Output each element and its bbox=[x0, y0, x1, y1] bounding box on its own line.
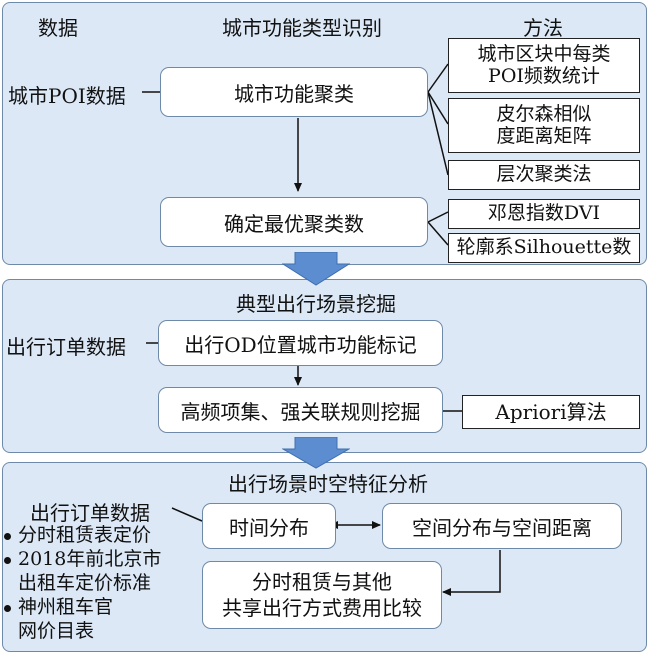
method-dunn-index: 邓恩指数DVI bbox=[448, 199, 640, 229]
box-optimal-cluster-count: 确定最优聚类数 bbox=[160, 197, 428, 247]
box-time-distribution: 时间分布 bbox=[202, 503, 336, 549]
column-header-method: 方法 bbox=[523, 16, 563, 40]
data-source-list: 分时租赁表定价 2018年前北京市 出租车定价标准 神州租车官 网价目表 bbox=[4, 523, 161, 643]
panel-title-scene-mining: 典型出行场景挖掘 bbox=[236, 292, 396, 316]
box-function-clustering: 城市功能聚类 bbox=[160, 67, 428, 117]
link-orders-to-time bbox=[171, 507, 203, 522]
method-hierarchical-clustering: 层次聚类法 bbox=[448, 160, 640, 190]
panel-title-spatiotemporal: 出行场景时空特征分析 bbox=[228, 472, 428, 496]
method-silhouette: 轮廓系Silhouette数 bbox=[448, 233, 640, 263]
transition-arrow-2 bbox=[282, 437, 350, 469]
input-order-data-2: 出行订单数据 bbox=[30, 501, 150, 525]
list-item-continuation: 网价目表 bbox=[18, 620, 95, 642]
list-item-continuation: 出租车定价标准 bbox=[18, 572, 152, 594]
box-cost-comparison: 分时租赁与其他 共享出行方式费用比较 bbox=[202, 561, 442, 629]
box-od-function-marking: 出行OD位置城市功能标记 bbox=[158, 320, 443, 366]
column-header-data: 数据 bbox=[38, 16, 78, 40]
box-spatial-distribution: 空间分布与空间距离 bbox=[382, 503, 622, 549]
method-pearson-matrix: 皮尔森相似 度距离矩阵 bbox=[448, 98, 640, 153]
method-apriori: Apriori算法 bbox=[462, 395, 640, 429]
method-poi-frequency: 城市区块中每类 POI频数统计 bbox=[448, 38, 640, 93]
input-poi-data: 城市POI数据 bbox=[8, 84, 126, 108]
list-item: 神州租车官 bbox=[4, 595, 161, 619]
arrow-space-to-compare bbox=[442, 550, 501, 596]
list-item: 2018年前北京市 bbox=[4, 547, 161, 571]
panel-spatiotemporal-analysis bbox=[2, 462, 647, 652]
panel-title-function-identification: 城市功能类型识别 bbox=[222, 16, 382, 40]
input-order-data: 出行订单数据 bbox=[6, 335, 126, 359]
list-item: 分时租赁表定价 bbox=[4, 523, 161, 547]
transition-arrow-1 bbox=[282, 252, 350, 286]
box-association-rule-mining: 高频项集、强关联规则挖掘 bbox=[158, 387, 443, 433]
